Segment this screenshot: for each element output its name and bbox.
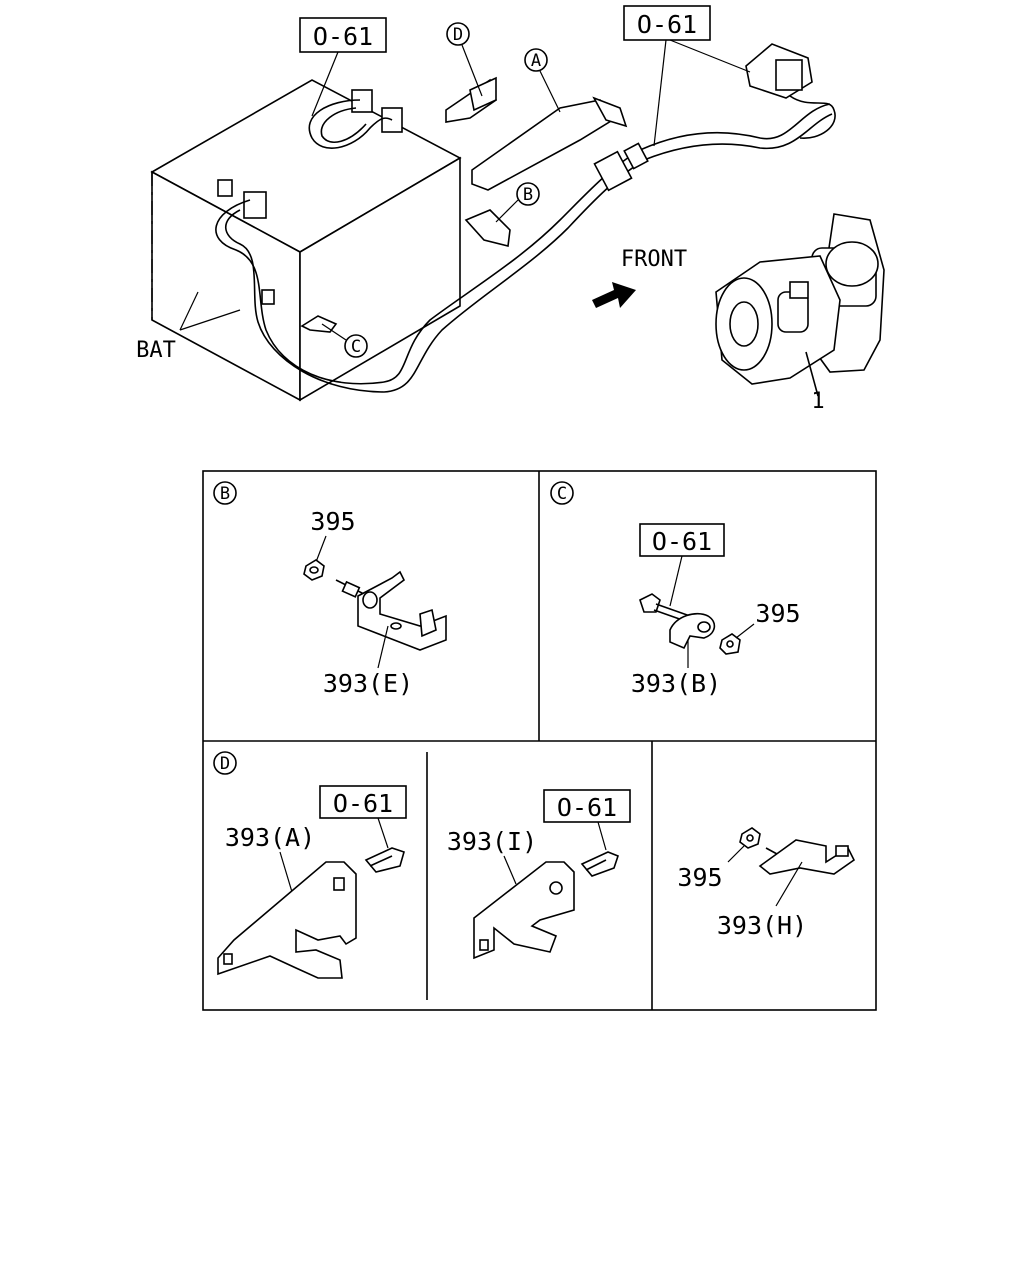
panel-b-bracket-label: 393(E) (323, 669, 413, 698)
detail-grid (202, 470, 877, 1011)
panel-c-nut-label: 395 (755, 599, 800, 628)
panel-d-mid-bracket-label: 393(I) (447, 827, 537, 856)
ref-o61-top-left: O-61 (313, 22, 373, 51)
panel-c: C O-61 395 393(B) (550, 481, 801, 698)
bracket-d-top (445, 76, 497, 123)
callout-b: B (523, 185, 533, 205)
front-arrow-icon (592, 282, 636, 308)
panel-h-nut-label: 395 (677, 863, 722, 892)
panel-d-left: D O-61 393(A) (213, 751, 407, 979)
panel-d-left-ref: O-61 (333, 789, 393, 818)
starter-motor (715, 213, 885, 397)
callout-a: A (531, 51, 541, 71)
bat-label: BAT (136, 338, 176, 363)
panel-d-left-bracket-label: 393(A) (225, 823, 315, 852)
panel-d-mid-ref: O-61 (557, 793, 617, 822)
callout-d: D (453, 25, 463, 45)
ref-o61-top-right: O-61 (637, 10, 697, 39)
panel-d-tag: D (220, 754, 230, 774)
battery (150, 79, 462, 402)
terminal-head (745, 43, 836, 139)
panel-c-ref: O-61 (652, 527, 712, 556)
front-label: FRONT (621, 247, 687, 272)
bracket-a-top (471, 96, 628, 191)
panel-c-bracket-label: 393(B) (631, 669, 721, 698)
panel-b-tag: B (220, 484, 230, 504)
panel-b: B 395 393(E) (213, 481, 447, 698)
panel-h: 395 393(H) (677, 827, 856, 940)
panel-h-bracket-label: 393(H) (717, 911, 807, 940)
panel-c-tag: C (557, 484, 567, 504)
starter-part-number: 1 (811, 389, 824, 414)
panel-d-middle: O-61 393(I) (447, 789, 631, 960)
callout-c: C (351, 337, 361, 357)
panel-b-nut-label: 395 (310, 507, 355, 536)
main-assembly: O-61 O-61 D A B C FRONT BAT 1 (136, 5, 885, 414)
